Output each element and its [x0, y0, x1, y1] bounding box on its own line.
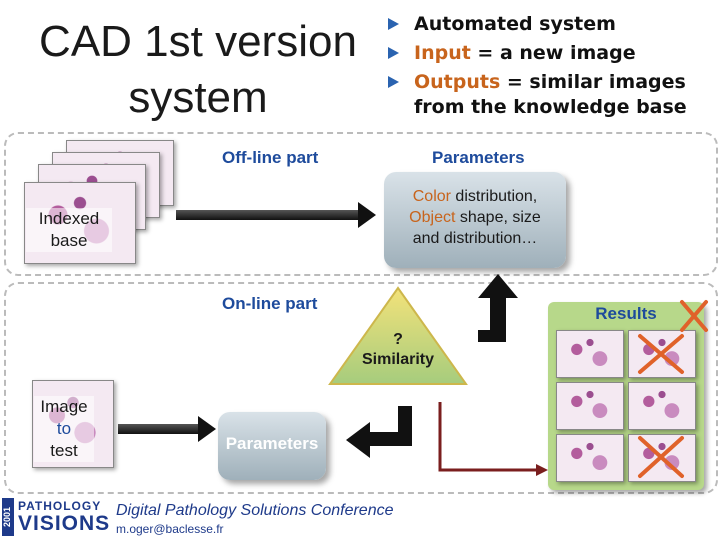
param-text: distribution,: [450, 188, 538, 205]
down-turn-arrow-icon: [346, 406, 412, 458]
bullet-item: Outputs = similar images from the knowle…: [386, 70, 716, 120]
online-parameters-label: Parameters: [225, 434, 319, 453]
logo-text-line-2: VISIONS: [18, 512, 111, 535]
param-color-text: Color: [412, 188, 451, 205]
result-image: [556, 434, 624, 482]
result-image: [556, 330, 624, 378]
test-arrow-icon: [118, 416, 216, 442]
param-object-text: Object: [409, 209, 456, 226]
bullet-highlight: Outputs: [414, 71, 501, 93]
bullet-arrow-icon: [388, 47, 399, 59]
similarity-triangle: [328, 286, 468, 385]
result-image: [556, 382, 624, 430]
online-section: [4, 282, 718, 494]
indexed-base-label: Indexed base: [26, 208, 112, 252]
contact-email[interactable]: m.oger@baclesse.fr: [116, 522, 224, 536]
title-line-2: system: [128, 73, 268, 122]
bullet-item: Input = a new image: [386, 41, 716, 66]
similarity-label: ? Similarity: [326, 330, 470, 370]
image-label-line: to: [56, 419, 72, 438]
result-arrow-icon: [438, 402, 548, 476]
conference-name: Digital Pathology Solutions Conference: [116, 502, 394, 519]
bullet-text: = a new image: [470, 42, 636, 64]
offline-label: Off-line part: [222, 148, 319, 167]
image-to-test-label: Image to test: [34, 396, 94, 462]
param-text: shape, size: [455, 209, 541, 226]
image-label-line: Image: [40, 397, 88, 416]
parameters-header: Parameters: [432, 148, 525, 167]
pathology-visions-logo: 2001 PATHOLOGY VISIONS: [2, 498, 111, 536]
param-line-1: Color distribution,: [384, 186, 566, 207]
bullet-highlight: Input: [414, 42, 471, 64]
bullet-list: Automated system Input = a new image Out…: [386, 12, 716, 124]
similarity-question: ?: [393, 331, 403, 348]
logo-text-line-1: PATHOLOGY: [18, 499, 102, 513]
indexed-base-text: Indexed base: [38, 209, 100, 250]
reject-cross-icon: [680, 300, 708, 332]
param-line-2: Object shape, size: [384, 207, 566, 228]
bullet-arrow-icon: [388, 76, 399, 88]
parameters-box: Color distribution, Object shape, size a…: [384, 172, 566, 268]
bullet-text: Automated system: [414, 13, 616, 35]
title-line-1: CAD 1st version: [39, 17, 357, 66]
image-label-line: test: [50, 441, 78, 460]
reject-cross-icon: [638, 436, 684, 478]
similarity-text: Similarity: [361, 351, 435, 368]
online-label: On-line part: [222, 294, 318, 313]
slide-title: CAD 1st version system: [18, 14, 378, 126]
bullet-item: Automated system: [386, 12, 716, 37]
param-line-3: and distribution…: [412, 230, 538, 247]
bullet-text: = similar images from the knowledge base: [414, 71, 687, 118]
reject-cross-icon: [638, 334, 684, 374]
bullet-arrow-icon: [388, 18, 399, 30]
logo-year: 2001: [2, 498, 14, 536]
result-image: [628, 382, 696, 430]
offline-section: [4, 132, 718, 276]
online-parameters-box: Parameters: [218, 412, 326, 480]
results-label: Results: [595, 304, 657, 323]
offline-arrow-icon: [176, 202, 376, 228]
up-turn-arrow-icon: [478, 274, 518, 342]
